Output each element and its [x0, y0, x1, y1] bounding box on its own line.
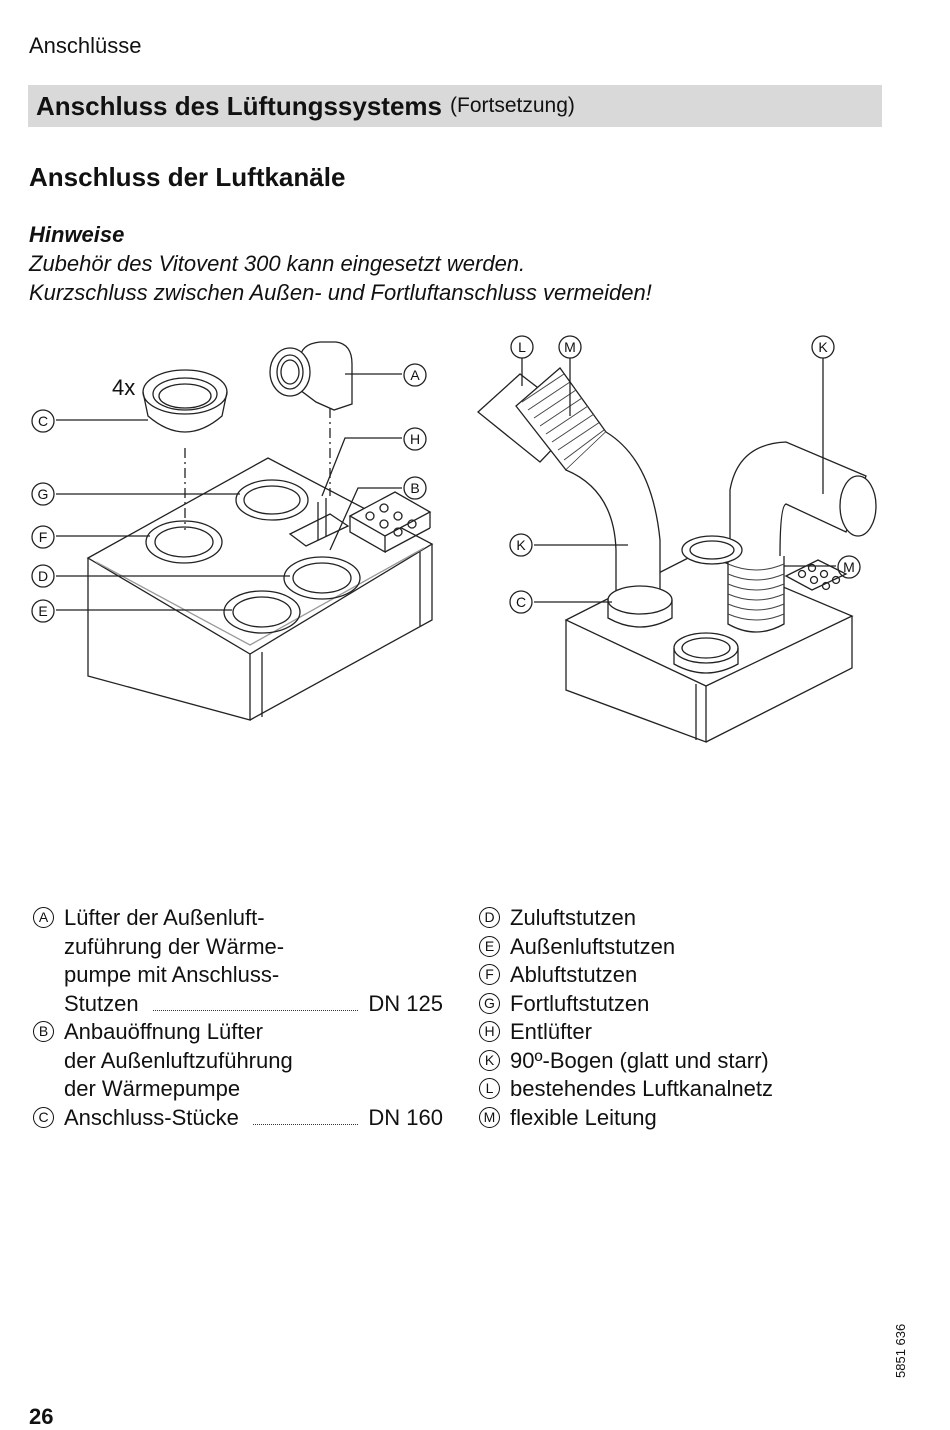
- callout-D: D: [38, 568, 48, 584]
- legend-value: DN 160: [368, 1104, 443, 1130]
- legend-right: D Zuluftstutzen E Außenluftstutzen F Abluft…: [479, 904, 879, 1132]
- callout-C: C: [38, 413, 48, 429]
- right-unit-drawing: [476, 367, 877, 743]
- connection-figure: A H B C G F D E 4x: [31, 335, 877, 743]
- callout-H: H: [410, 431, 420, 447]
- leader-dots: [152, 1009, 359, 1011]
- title-bar: Anschluss des Lüftungssystems (Fortsetzu…: [28, 85, 882, 127]
- legend-item-K: K 90º-Bogen (glatt und starr): [479, 1047, 879, 1076]
- legend-left: A Lüfter der Außenluft- zuführung der Wä…: [33, 904, 443, 1132]
- leader-dots: [252, 1123, 359, 1125]
- legend-badge-C: C: [33, 1106, 54, 1128]
- section-label: Anschlüsse: [29, 33, 142, 58]
- legend-item-G: G Fortluftstutzen: [479, 990, 879, 1019]
- legend-text: Entlüfter: [510, 1019, 592, 1044]
- legend-text: der Wärmepumpe: [64, 1076, 241, 1101]
- legend-text: pumpe mit Anschluss-: [64, 962, 280, 987]
- legend-text: Zuluftstutzen: [510, 905, 636, 930]
- subtitle: Anschluss der Luftkanäle: [29, 162, 346, 192]
- callout-L: L: [518, 339, 526, 355]
- callout-B: B: [410, 480, 419, 496]
- legend-text: Stutzen: [64, 990, 139, 1016]
- legend-text: Anbauöffnung Lüfter: [64, 1019, 263, 1044]
- legend-text: Abluftstutzen: [510, 962, 638, 987]
- callout-C-right: C: [516, 594, 526, 610]
- left-unit-drawing: [86, 341, 434, 721]
- legend-item-A: A Lüfter der Außenluft- zuführung der Wä…: [33, 904, 443, 1018]
- legend-text: Fortluftstutzen: [510, 990, 650, 1016]
- count-label: 4x: [112, 375, 135, 400]
- legend-badge-K: K: [479, 1049, 500, 1071]
- right-callouts: L M K K C M: [509, 335, 861, 614]
- document-number: 5851 636: [893, 1323, 908, 1378]
- legend-text: Außenluftstutzen: [510, 933, 676, 959]
- page-number: 26: [29, 1404, 54, 1429]
- notes: Hinweise Zubehör des Vitovent 300 kann e…: [29, 220, 652, 307]
- callout-K-top: K: [818, 339, 828, 355]
- notes-heading: Hinweise: [29, 222, 125, 247]
- callout-G: G: [38, 486, 49, 502]
- legend-text: bestehendes Luftkanalnetz: [510, 1076, 773, 1101]
- legend-badge-D: D: [479, 907, 500, 928]
- left-callouts: A H B C G F D E: [31, 363, 427, 623]
- legend-item-E: E Außenluftstutzen: [479, 933, 879, 962]
- legend-text: 90º-Bogen (glatt und starr): [510, 1047, 769, 1073]
- legend-text: der Außenluftzuführung: [64, 1047, 293, 1073]
- callout-K-left: K: [516, 537, 526, 553]
- callout-E: E: [38, 603, 47, 619]
- legend-badge-B: B: [33, 1021, 54, 1042]
- legend-item-F: F Abluftstutzen: [479, 961, 879, 990]
- legend-text: Anschluss-Stücke: [64, 1104, 239, 1130]
- legend-text: zuführung der Wärme-: [64, 933, 285, 959]
- legend-item-C: C Anschluss-Stücke DN 160: [33, 1104, 443, 1133]
- legend-badge-A: A: [33, 907, 54, 928]
- notes-line-1: Zubehör des Vitovent 300 kann eingesetzt…: [29, 251, 526, 276]
- legend-badge-E: E: [479, 935, 500, 957]
- callout-A: A: [410, 367, 420, 383]
- notes-line-2: Kurzschluss zwischen Außen- und Fortluft…: [29, 280, 652, 305]
- legend-badge-H: H: [479, 1021, 500, 1042]
- page-title: Anschluss des Lüftungssystems: [36, 90, 442, 121]
- legend-badge-F: F: [479, 964, 500, 985]
- legend-item-D: D Zuluftstutzen: [479, 904, 879, 933]
- callout-M-top: M: [564, 339, 576, 355]
- legend-badge-G: G: [479, 992, 500, 1014]
- legend-value: DN 125: [368, 990, 443, 1016]
- right-leader-lines: [521, 358, 836, 603]
- callout-M-right: M: [843, 559, 855, 575]
- page-title-suffix: (Fortsetzung): [450, 94, 575, 117]
- legend-item-H: H Entlüfter: [479, 1018, 879, 1047]
- legend-badge-L: L: [479, 1078, 500, 1099]
- left-leader-lines: [56, 373, 402, 611]
- legend-text: Lüfter der Außenluft-: [64, 905, 265, 930]
- legend-item-B: B Anbauöffnung Lüfter der Außenluftzufüh…: [33, 1018, 443, 1104]
- callout-F: F: [39, 529, 48, 545]
- legend-badge-M: M: [479, 1106, 500, 1128]
- legend-text: flexible Leitung: [510, 1104, 657, 1130]
